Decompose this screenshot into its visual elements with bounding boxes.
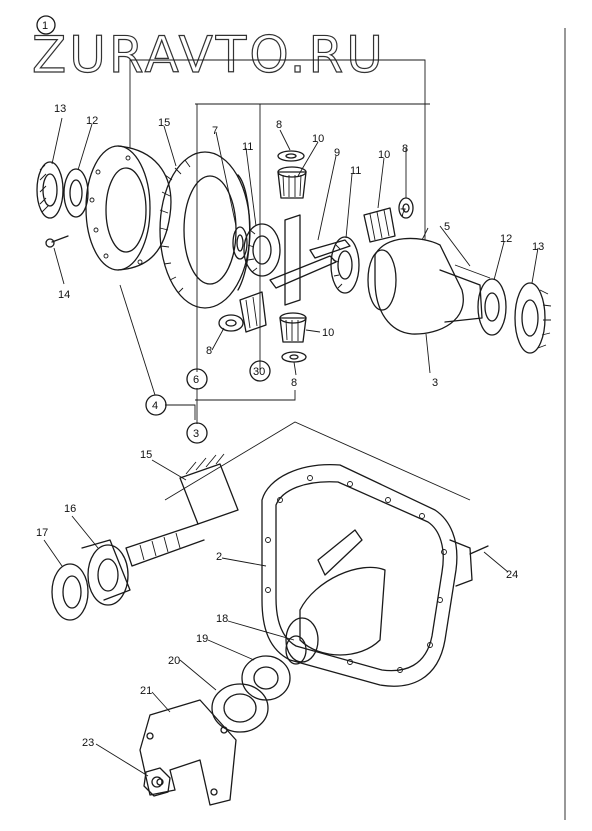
callout-14: 14: [58, 289, 70, 301]
washer-8-bottom: [281, 351, 307, 363]
bearing-left-13: [36, 161, 64, 219]
bearing-left-12: [63, 168, 89, 218]
callout-19: 19: [196, 633, 208, 645]
callout-21: 21: [140, 685, 152, 697]
seal-17: [51, 563, 89, 621]
callout-30: 30: [253, 366, 265, 378]
pinion-gear-10-top: [277, 166, 307, 199]
bearing-18: [285, 635, 307, 665]
pinion-gear-bottom-left: [239, 291, 267, 333]
figure-number: 1: [42, 20, 48, 32]
callout-13-right: 13: [532, 241, 544, 253]
callout-12-left: 12: [86, 115, 98, 127]
callout-7-left: 7: [212, 125, 218, 137]
bearing-right-13: [514, 282, 552, 354]
callout-12-right: 12: [500, 233, 512, 245]
callout-11-left: 11: [242, 141, 253, 153]
seal-20: [211, 683, 269, 733]
washer-8-bottom-left: [218, 314, 244, 332]
pinion-gear-10-bottom: [279, 312, 307, 343]
callout-8-left: 8: [206, 345, 212, 357]
frame-lines: [129, 28, 566, 820]
callout-15-ring: 15: [158, 117, 170, 129]
callout-4: 4: [152, 400, 158, 412]
callout-17: 17: [36, 527, 48, 539]
callout-15-pinion: 15: [140, 449, 152, 461]
yoke-flange-21: [139, 699, 237, 806]
housing-outline-box: [164, 421, 471, 501]
callout-3-circled: 3: [193, 428, 199, 440]
bearing-right-12: [477, 278, 507, 336]
callout-16: 16: [64, 503, 76, 515]
callout-10-right: 10: [378, 149, 390, 161]
bearing-19: [241, 655, 291, 701]
callout-18: 18: [216, 613, 228, 625]
callout-8-top: 8: [276, 119, 282, 131]
bolt-14: [45, 235, 69, 248]
bearing-16: [81, 539, 131, 606]
drive-pinion-15: [125, 453, 239, 567]
leader-lines-upper: [51, 104, 539, 424]
callout-2: 2: [216, 551, 222, 563]
circled-callouts: [145, 360, 271, 444]
callout-11-right: 11: [350, 165, 361, 177]
watermark-text: ZURAVTO.RU: [32, 26, 386, 84]
differential-case-left: [85, 145, 172, 271]
leader-lines-lower: [43, 459, 509, 777]
callout-24: 24: [506, 569, 518, 581]
side-gear-11-right: [330, 236, 360, 294]
washer-7-left: [232, 226, 248, 260]
callout-7-right: 7: [400, 207, 406, 219]
axle-housing-2: [261, 464, 489, 687]
side-gear-11-left: [243, 223, 281, 277]
callout-20: 20: [168, 655, 180, 667]
nut-23: [143, 767, 171, 797]
callout-5: 5: [444, 221, 450, 233]
washer-8-top: [277, 150, 305, 162]
callout-6: 6: [193, 374, 199, 386]
callout-10-top: 10: [312, 133, 324, 145]
callout-3-case: 3: [432, 377, 438, 389]
callout-10-bottom: 10: [322, 327, 334, 339]
callout-23: 23: [82, 737, 94, 749]
callout-9: 9: [334, 147, 340, 159]
cross-shaft-9: [269, 214, 351, 306]
callout-labels: 2 3 3 4 5 6 7 7 8 8 8 8 9 10 10 10 11 11…: [36, 103, 544, 749]
figure-number-badge: 1: [36, 15, 56, 35]
callout-8-bottom: 8: [291, 377, 297, 389]
differential-case-right-3: [367, 227, 491, 335]
callout-13-left: 13: [54, 103, 66, 115]
pinion-gear-10-right: [363, 207, 396, 243]
callout-8-right: 8: [402, 143, 408, 155]
